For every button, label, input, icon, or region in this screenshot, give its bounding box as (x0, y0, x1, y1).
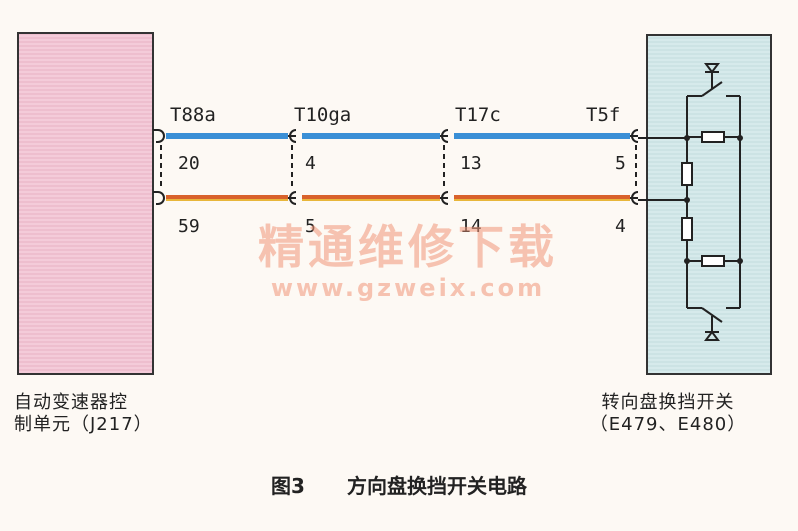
connector-label-t88a: T88a (170, 104, 216, 126)
pin-number: 5 (305, 216, 316, 237)
control-unit-label: 自动变速器控 制单元（J217） (14, 392, 214, 436)
connector-hook (288, 129, 297, 143)
switch-circuit (638, 63, 741, 341)
pin-number: 4 (305, 153, 316, 174)
pin-number: 13 (460, 153, 482, 174)
connector-label-t17c: T17c (455, 104, 501, 126)
connector-hook (630, 191, 639, 205)
pin-number: 5 (615, 153, 626, 174)
figure-number: 图3 (271, 474, 305, 498)
connector-hook (153, 191, 165, 205)
connector-hook (440, 191, 449, 205)
switch-label: 转向盘换挡开关 （E479、E480） (558, 392, 778, 436)
connector-hook (288, 191, 297, 205)
control-unit-box (17, 32, 154, 375)
figure-title: 方向盘换挡开关电路 (346, 474, 527, 498)
switch-label-line2: （E479、E480） (589, 414, 747, 435)
connector-hook (630, 129, 639, 143)
connector-label-t5f: T5f (586, 104, 620, 126)
connector-label-t10ga: T10ga (294, 104, 351, 126)
pin-number: 4 (615, 216, 626, 237)
junction-dots (684, 135, 743, 264)
switch-label-line1: 转向盘换挡开关 (601, 392, 735, 413)
connector-hook (153, 129, 165, 143)
connector-hook (440, 129, 449, 143)
control-unit-label-line1: 自动变速器控 (14, 392, 128, 413)
pin-number: 14 (460, 216, 482, 237)
pin-number: 59 (178, 216, 200, 237)
control-unit-label-line2: 制单元（J217） (14, 414, 153, 435)
pin-number: 20 (178, 153, 200, 174)
switch-box (646, 34, 772, 375)
figure-caption: 图3 方向盘换挡开关电路 (0, 470, 798, 499)
